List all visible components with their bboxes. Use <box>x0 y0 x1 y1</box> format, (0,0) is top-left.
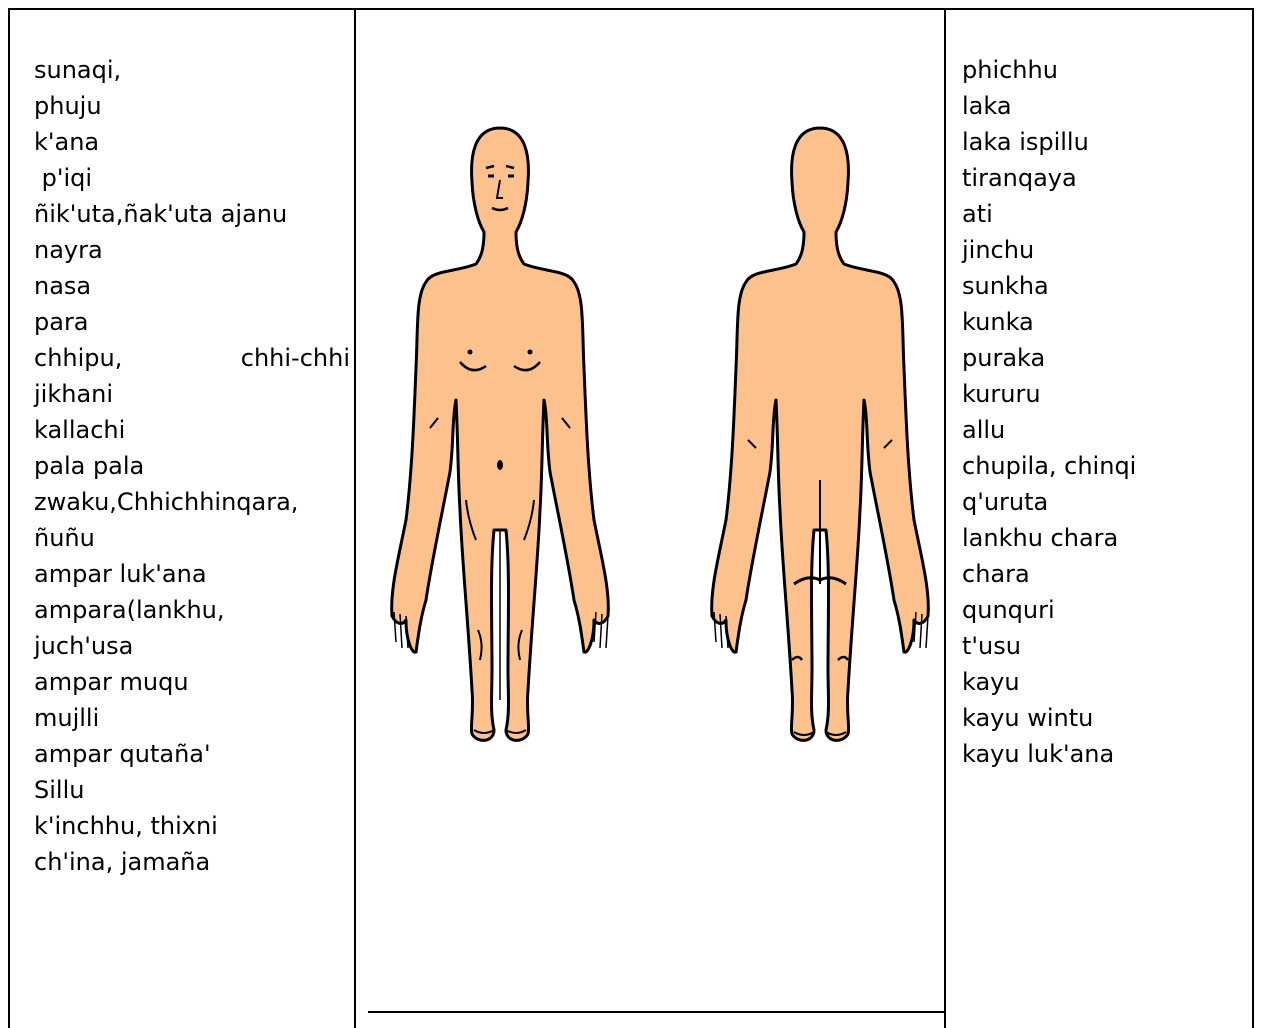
term: nayra <box>34 232 350 268</box>
term: laka <box>962 88 1242 124</box>
term: ampar qutaña' <box>34 736 350 772</box>
term: jinchu <box>962 232 1242 268</box>
column-divider-right <box>944 8 946 1028</box>
term: ñik'uta,ñak'uta ajanu <box>34 196 350 232</box>
table-border-left <box>8 8 10 1028</box>
term: ampar luk'ana <box>34 556 350 592</box>
term: puraka <box>962 340 1242 376</box>
left-term-list: sunaqi, phuju k'ana p'iqi ñik'uta,ñak'ut… <box>34 52 350 880</box>
term: kururu <box>962 376 1242 412</box>
term: t'usu <box>962 628 1242 664</box>
term: juch'usa <box>34 628 350 664</box>
term: phichhu <box>962 52 1242 88</box>
term: q'uruta <box>962 484 1242 520</box>
term: lankhu chara <box>962 520 1242 556</box>
term: ñuñu <box>34 520 350 556</box>
term: nasa <box>34 268 350 304</box>
term: kunka <box>962 304 1242 340</box>
column-divider-left <box>354 8 356 1028</box>
term: p'iqi <box>34 160 350 196</box>
front-body-icon <box>392 128 609 740</box>
body-illustration <box>360 100 944 760</box>
term-part: chhipu, <box>34 340 122 376</box>
term: Sillu <box>34 772 350 808</box>
term: kallachi <box>34 412 350 448</box>
term: ati <box>962 196 1242 232</box>
term: sunaqi, <box>34 52 350 88</box>
term: k'inchhu, thixni <box>34 808 350 844</box>
term: chara <box>962 556 1242 592</box>
right-term-list: phichhu laka laka ispillu tiranqaya ati … <box>962 52 1242 772</box>
term-justified: chhipu, chhi-chhi <box>34 340 350 376</box>
term: para <box>34 304 350 340</box>
table-border-right <box>1252 8 1254 1028</box>
back-body-icon <box>712 128 929 740</box>
term: zwaku,Chhichhinqara, <box>34 484 350 520</box>
term: sunkha <box>962 268 1242 304</box>
figure-underline <box>368 1011 944 1013</box>
term: kayu wintu <box>962 700 1242 736</box>
table-border-top <box>8 8 1254 10</box>
term: k'ana <box>34 124 350 160</box>
term: chupila, chinqi <box>962 448 1242 484</box>
term: pala pala <box>34 448 350 484</box>
term: ampara(lankhu, <box>34 592 350 628</box>
term: kayu luk'ana <box>962 736 1242 772</box>
term: mujlli <box>34 700 350 736</box>
term: ampar muqu <box>34 664 350 700</box>
term-part: chhi-chhi <box>241 340 350 376</box>
term: laka ispillu <box>962 124 1242 160</box>
term: jikhani <box>34 376 350 412</box>
term: phuju <box>34 88 350 124</box>
term: allu <box>962 412 1242 448</box>
term: qunquri <box>962 592 1242 628</box>
term: tiranqaya <box>962 160 1242 196</box>
term: kayu <box>962 664 1242 700</box>
term: ch'ina, jamaña <box>34 844 350 880</box>
